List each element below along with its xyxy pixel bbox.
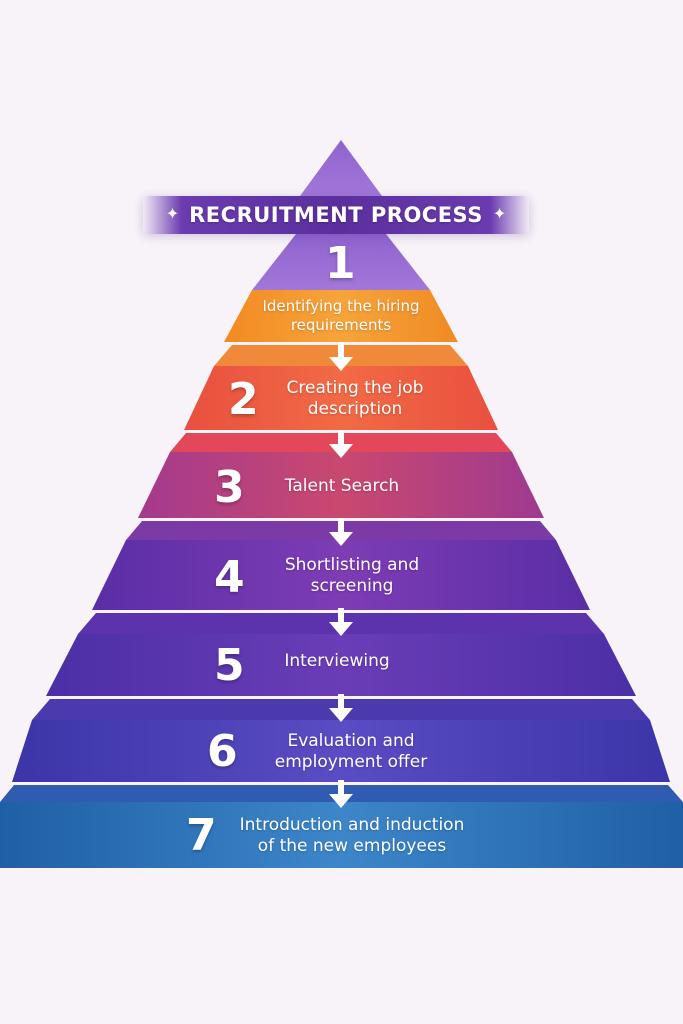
step-4-number: 4 bbox=[214, 552, 245, 603]
arrow-down-icon bbox=[329, 694, 353, 722]
step-7-band bbox=[0, 802, 683, 868]
step-7-label: Introduction and induction of the new em… bbox=[239, 815, 465, 857]
arrow-down-icon bbox=[329, 780, 353, 808]
step-1-band bbox=[224, 290, 458, 342]
step-5-number: 5 bbox=[214, 640, 245, 691]
step-3-number: 3 bbox=[214, 462, 245, 513]
sparkle-icon: ✦ bbox=[492, 206, 507, 223]
step-6-label: Evaluation and employment offer bbox=[274, 731, 428, 773]
step-1-number: 1 bbox=[325, 238, 356, 289]
step-3-label: Talent Search bbox=[284, 476, 400, 496]
step-4-label: Shortlisting and screening bbox=[284, 555, 420, 597]
pyramid-tip bbox=[300, 140, 382, 196]
arrow-down-icon bbox=[329, 430, 353, 458]
step-6-number: 6 bbox=[207, 726, 238, 777]
title-banner: ✦ RECRUITMENT PROCESS ✦ bbox=[143, 196, 529, 234]
arrow-down-icon bbox=[329, 518, 353, 546]
step-3-band bbox=[138, 452, 544, 518]
step-7-number: 7 bbox=[186, 810, 217, 861]
step-2-band bbox=[184, 366, 498, 430]
step-4-band bbox=[92, 540, 590, 610]
step-6-band bbox=[12, 720, 670, 782]
step-1-label: Identifying the hiring requirements bbox=[262, 297, 420, 334]
pyramid-tip-lower bbox=[252, 234, 430, 290]
arrow-down-icon bbox=[329, 343, 353, 371]
step-5-label: Interviewing bbox=[284, 651, 390, 671]
step-2-label: Creating the job description bbox=[286, 378, 424, 420]
diagram-title: RECRUITMENT PROCESS bbox=[189, 203, 483, 227]
sparkle-icon: ✦ bbox=[165, 206, 180, 223]
step-5-band bbox=[46, 634, 636, 696]
arrow-down-icon bbox=[329, 608, 353, 636]
step-2-number: 2 bbox=[228, 374, 259, 425]
